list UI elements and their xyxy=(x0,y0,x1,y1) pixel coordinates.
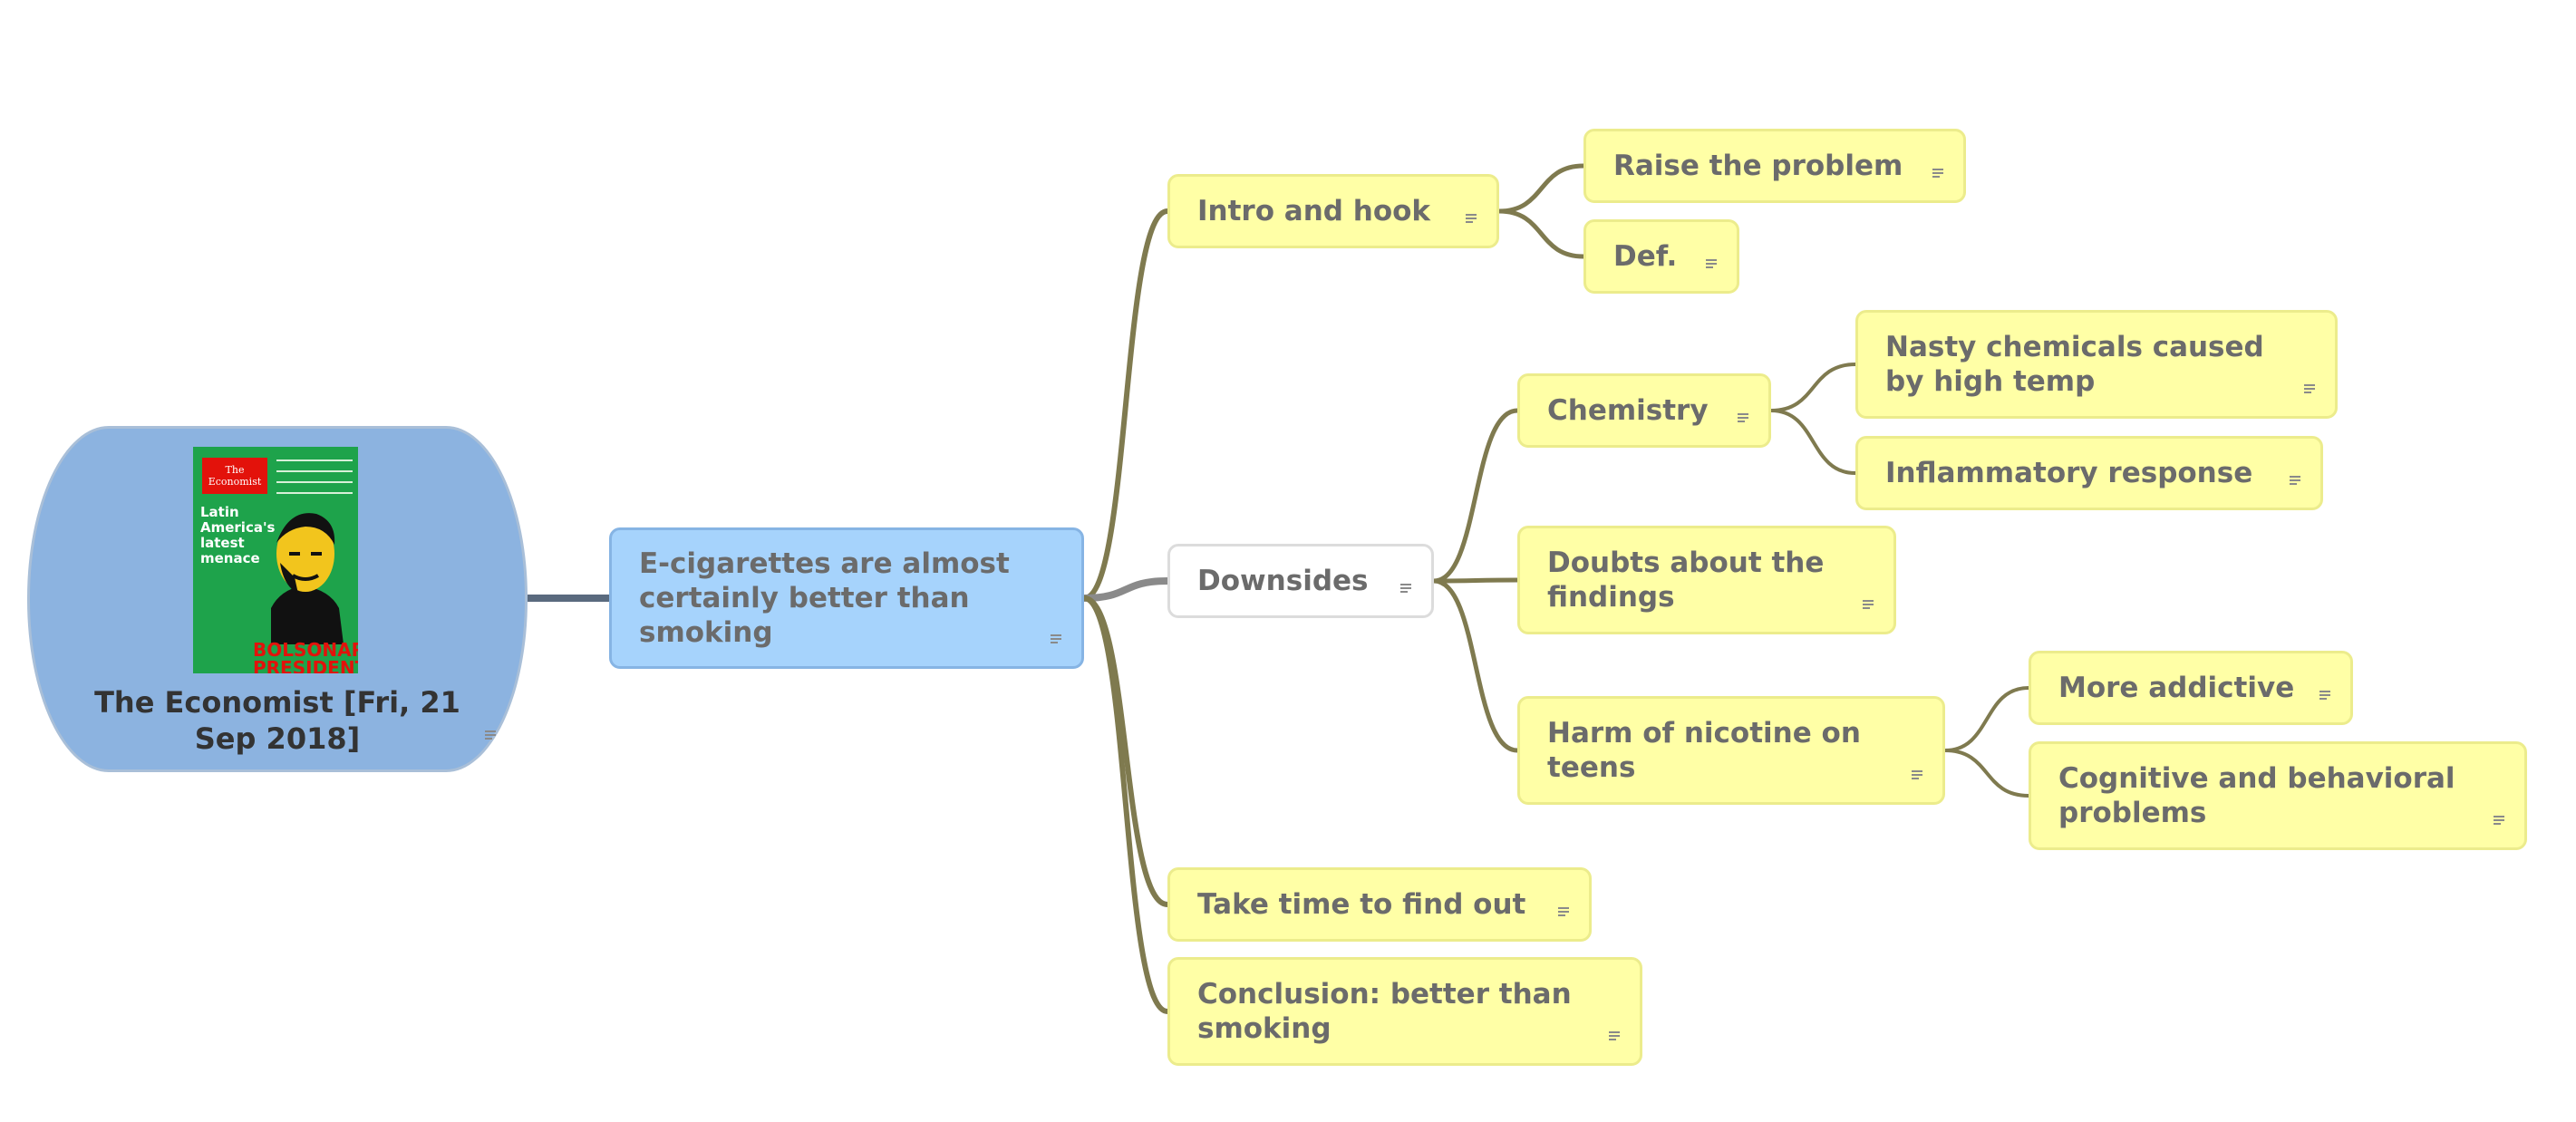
topic-label: Conclusion: better than smoking xyxy=(1197,978,1572,1045)
central-topic[interactable]: E-cigarettes are almost certainly better… xyxy=(609,527,1084,669)
connector-addictive xyxy=(1943,686,2030,752)
topic-raise-the-problem[interactable]: Raise the problem xyxy=(1583,129,1966,203)
topic-label: More addictive xyxy=(2058,672,2295,704)
note-icon[interactable] xyxy=(1609,1031,1620,1041)
topic-conclusion[interactable]: Conclusion: better than smoking xyxy=(1167,957,1642,1066)
connector-def xyxy=(1496,208,1586,259)
topic-inflammatory-response[interactable]: Inflammatory response xyxy=(1855,436,2323,510)
note-icon[interactable] xyxy=(1466,214,1477,224)
cover-teasers xyxy=(276,459,353,503)
topic-label: Nasty chemicals caused by high temp xyxy=(1885,331,2264,398)
topic-def[interactable]: Def. xyxy=(1583,219,1739,294)
portrait-illustration xyxy=(271,513,344,644)
cover-masthead: The Economist xyxy=(202,458,267,494)
connector-conclusion xyxy=(1081,595,1170,1014)
topic-take-time[interactable]: Take time to find out xyxy=(1167,867,1592,942)
topic-label: Chemistry xyxy=(1547,394,1709,427)
note-icon[interactable] xyxy=(1738,413,1748,423)
cover-headline: Latin America's latest menace xyxy=(200,504,276,566)
connector-inflammatory xyxy=(1769,409,1857,475)
root-node[interactable]: The Economist Latin America's latest men… xyxy=(27,426,528,772)
note-icon[interactable] xyxy=(2319,691,2330,701)
note-icon[interactable] xyxy=(1706,259,1717,269)
note-icon[interactable] xyxy=(1558,907,1569,917)
topic-chemistry[interactable]: Chemistry xyxy=(1517,373,1771,448)
root-caption: The Economist [Fri, 21 Sep 2018] xyxy=(94,685,460,756)
note-icon[interactable] xyxy=(1912,770,1922,780)
topic-label: Raise the problem xyxy=(1613,150,1903,182)
connector-harm xyxy=(1431,578,1520,753)
topic-more-addictive[interactable]: More addictive xyxy=(2029,651,2353,725)
connector-downsides xyxy=(1080,577,1171,602)
note-icon[interactable] xyxy=(1051,634,1061,644)
topic-label: Take time to find out xyxy=(1197,888,1526,921)
topic-label: Downsides xyxy=(1197,565,1369,597)
topic-harm-of-nicotine[interactable]: Harm of nicotine on teens xyxy=(1517,696,1945,805)
cover-bottom-text: BOLSONARO PRESIDENTS xyxy=(253,639,358,673)
topic-label: Harm of nicotine on teens xyxy=(1547,717,1861,784)
note-icon[interactable] xyxy=(1400,584,1411,594)
connector-take-time xyxy=(1081,595,1170,907)
topic-downsides[interactable]: Downsides xyxy=(1167,544,1434,618)
note-icon[interactable] xyxy=(485,730,496,740)
connector-raise xyxy=(1496,163,1586,214)
magazine-cover-image: The Economist Latin America's latest men… xyxy=(193,447,358,673)
topic-intro-and-hook[interactable]: Intro and hook xyxy=(1167,174,1499,248)
note-icon[interactable] xyxy=(1932,169,1943,179)
connector-cognitive xyxy=(1943,749,2030,798)
topic-label: Cognitive and behavioral problems xyxy=(2058,762,2455,829)
connector-chemistry xyxy=(1431,408,1520,584)
note-icon[interactable] xyxy=(1863,600,1874,610)
topic-label: Doubts about the findings xyxy=(1547,546,1825,614)
note-icon[interactable] xyxy=(2494,816,2504,826)
topic-label: Def. xyxy=(1613,240,1678,273)
note-icon[interactable] xyxy=(2290,476,2300,486)
topic-label: Intro and hook xyxy=(1197,195,1431,227)
topic-cognitive-behavioral[interactable]: Cognitive and behavioral problems xyxy=(2029,741,2527,850)
topic-label: E-cigarettes are almost certainly better… xyxy=(639,547,1010,649)
topic-label: Inflammatory response xyxy=(1885,457,2253,489)
connector-nasty xyxy=(1769,363,1857,412)
connector-doubts xyxy=(1431,577,1520,584)
connector-intro xyxy=(1081,208,1170,601)
topic-doubts-about-findings[interactable]: Doubts about the findings xyxy=(1517,526,1896,634)
note-icon[interactable] xyxy=(2304,384,2315,394)
topic-nasty-chemicals[interactable]: Nasty chemicals caused by high temp xyxy=(1855,310,2338,419)
